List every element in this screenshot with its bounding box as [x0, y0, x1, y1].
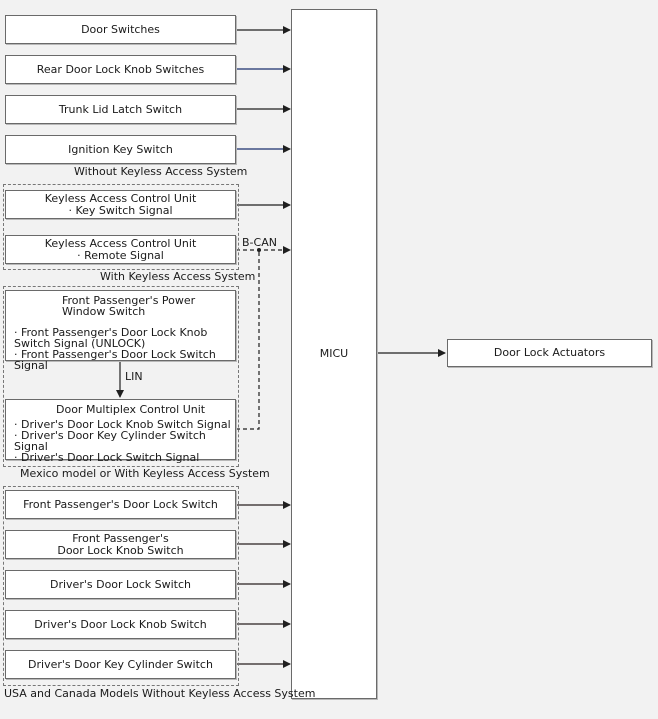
usa-canada-group — [3, 486, 239, 686]
driver-door-lock-switch-box: Driver's Door Lock Switch — [5, 570, 236, 599]
trunk-lid-latch-box: Trunk Lid Latch Switch — [5, 95, 236, 124]
without-keyless-caption: Without Keyless Access System — [74, 165, 248, 178]
fp-window-title2: Window Switch — [62, 305, 146, 318]
multiplex-sig3: · Driver's Door Lock Switch Signal — [14, 451, 200, 464]
ignition-key-switch-label: Ignition Key Switch — [68, 142, 173, 156]
driver-key-cylinder-box: Driver's Door Key Cylinder Switch — [5, 650, 236, 679]
micu-label: MICU — [319, 347, 349, 360]
rear-door-lock-knob-box: Rear Door Lock Knob Switches — [5, 55, 236, 84]
lin-label: LIN — [125, 370, 143, 383]
fp-door-lock-switch-box: Front Passenger's Door Lock Switch — [5, 490, 236, 519]
keyless-remote-box: Keyless Access Control Unit · Remote Sig… — [5, 235, 236, 264]
multiplex-sig2: · Driver's Door Key Cylinder Switch Sign… — [14, 429, 206, 453]
with-keyless-caption: With Keyless Access System — [100, 270, 256, 283]
bcan-junction — [257, 248, 261, 252]
wire-bcan-multiplex — [236, 250, 260, 430]
door-switches-label: Door Switches — [81, 22, 160, 36]
keyless-unit-label: Keyless Access Control Unit — [44, 191, 197, 205]
bcan-label: B-CAN — [242, 236, 277, 249]
key-switch-signal-label: · Key Switch Signal — [68, 203, 173, 217]
fp-window-sig1b: Switch Signal (UNLOCK) — [14, 337, 146, 350]
fp-door-lock-knob-box: Front Passenger's Door Lock Knob Switch — [5, 530, 236, 559]
mexico-group — [3, 286, 239, 467]
driver-door-lock-knob-box: Driver's Door Lock Knob Switch — [5, 610, 236, 639]
fp-knob-line1: Front Passenger's — [72, 531, 169, 545]
with-keyless-group — [3, 184, 239, 270]
multiplex-sig1: · Driver's Door Lock Knob Switch Signal — [14, 418, 231, 431]
fp-knob-line2: Door Lock Knob Switch — [57, 543, 184, 557]
door-multiplex-control-unit-box: Door Multiplex Control Unit · Driver's D… — [5, 399, 236, 463]
driver-key-cylinder-label: Driver's Door Key Cylinder Switch — [28, 657, 213, 671]
trunk-lid-latch-label: Trunk Lid Latch Switch — [58, 102, 183, 116]
mexico-caption: Mexico model or With Keyless Access Syst… — [20, 467, 270, 480]
driver-door-lock-switch-label: Driver's Door Lock Switch — [50, 577, 191, 591]
micu-box: MICU — [291, 9, 377, 699]
remote-signal-label: · Remote Signal — [77, 248, 164, 262]
multiplex-title: Door Multiplex Control Unit — [56, 403, 206, 416]
multiplex-text: Door Multiplex Control Unit · Driver's D… — [14, 404, 235, 463]
usa-canada-caption: USA and Canada Models Without Keyless Ac… — [4, 687, 316, 700]
fp-window-sig1: · Front Passenger's Door Lock Knob — [14, 326, 208, 339]
fp-window-title1: Front Passenger's Power — [62, 294, 196, 307]
fp-window-sig2: · Front Passenger's Door Lock Switch Sig… — [14, 348, 216, 372]
ignition-key-switch-box: Ignition Key Switch — [5, 135, 236, 164]
fp-window-text: Front Passenger's Power Window Switch · … — [14, 295, 235, 371]
fp-door-lock-switch-label: Front Passenger's Door Lock Switch — [23, 497, 218, 511]
door-lock-actuators-label: Door Lock Actuators — [493, 346, 606, 359]
door-lock-actuators-box: Door Lock Actuators — [447, 339, 652, 367]
front-passenger-window-switch-box: Front Passenger's Power Window Switch · … — [5, 290, 236, 371]
door-switches-box: Door Switches — [5, 15, 236, 44]
keyless-unit-label: Keyless Access Control Unit — [44, 236, 197, 250]
driver-door-lock-knob-label: Driver's Door Lock Knob Switch — [34, 617, 207, 631]
rear-door-lock-knob-label: Rear Door Lock Knob Switches — [36, 62, 205, 76]
keyless-key-switch-box: Keyless Access Control Unit · Key Switch… — [5, 190, 236, 219]
